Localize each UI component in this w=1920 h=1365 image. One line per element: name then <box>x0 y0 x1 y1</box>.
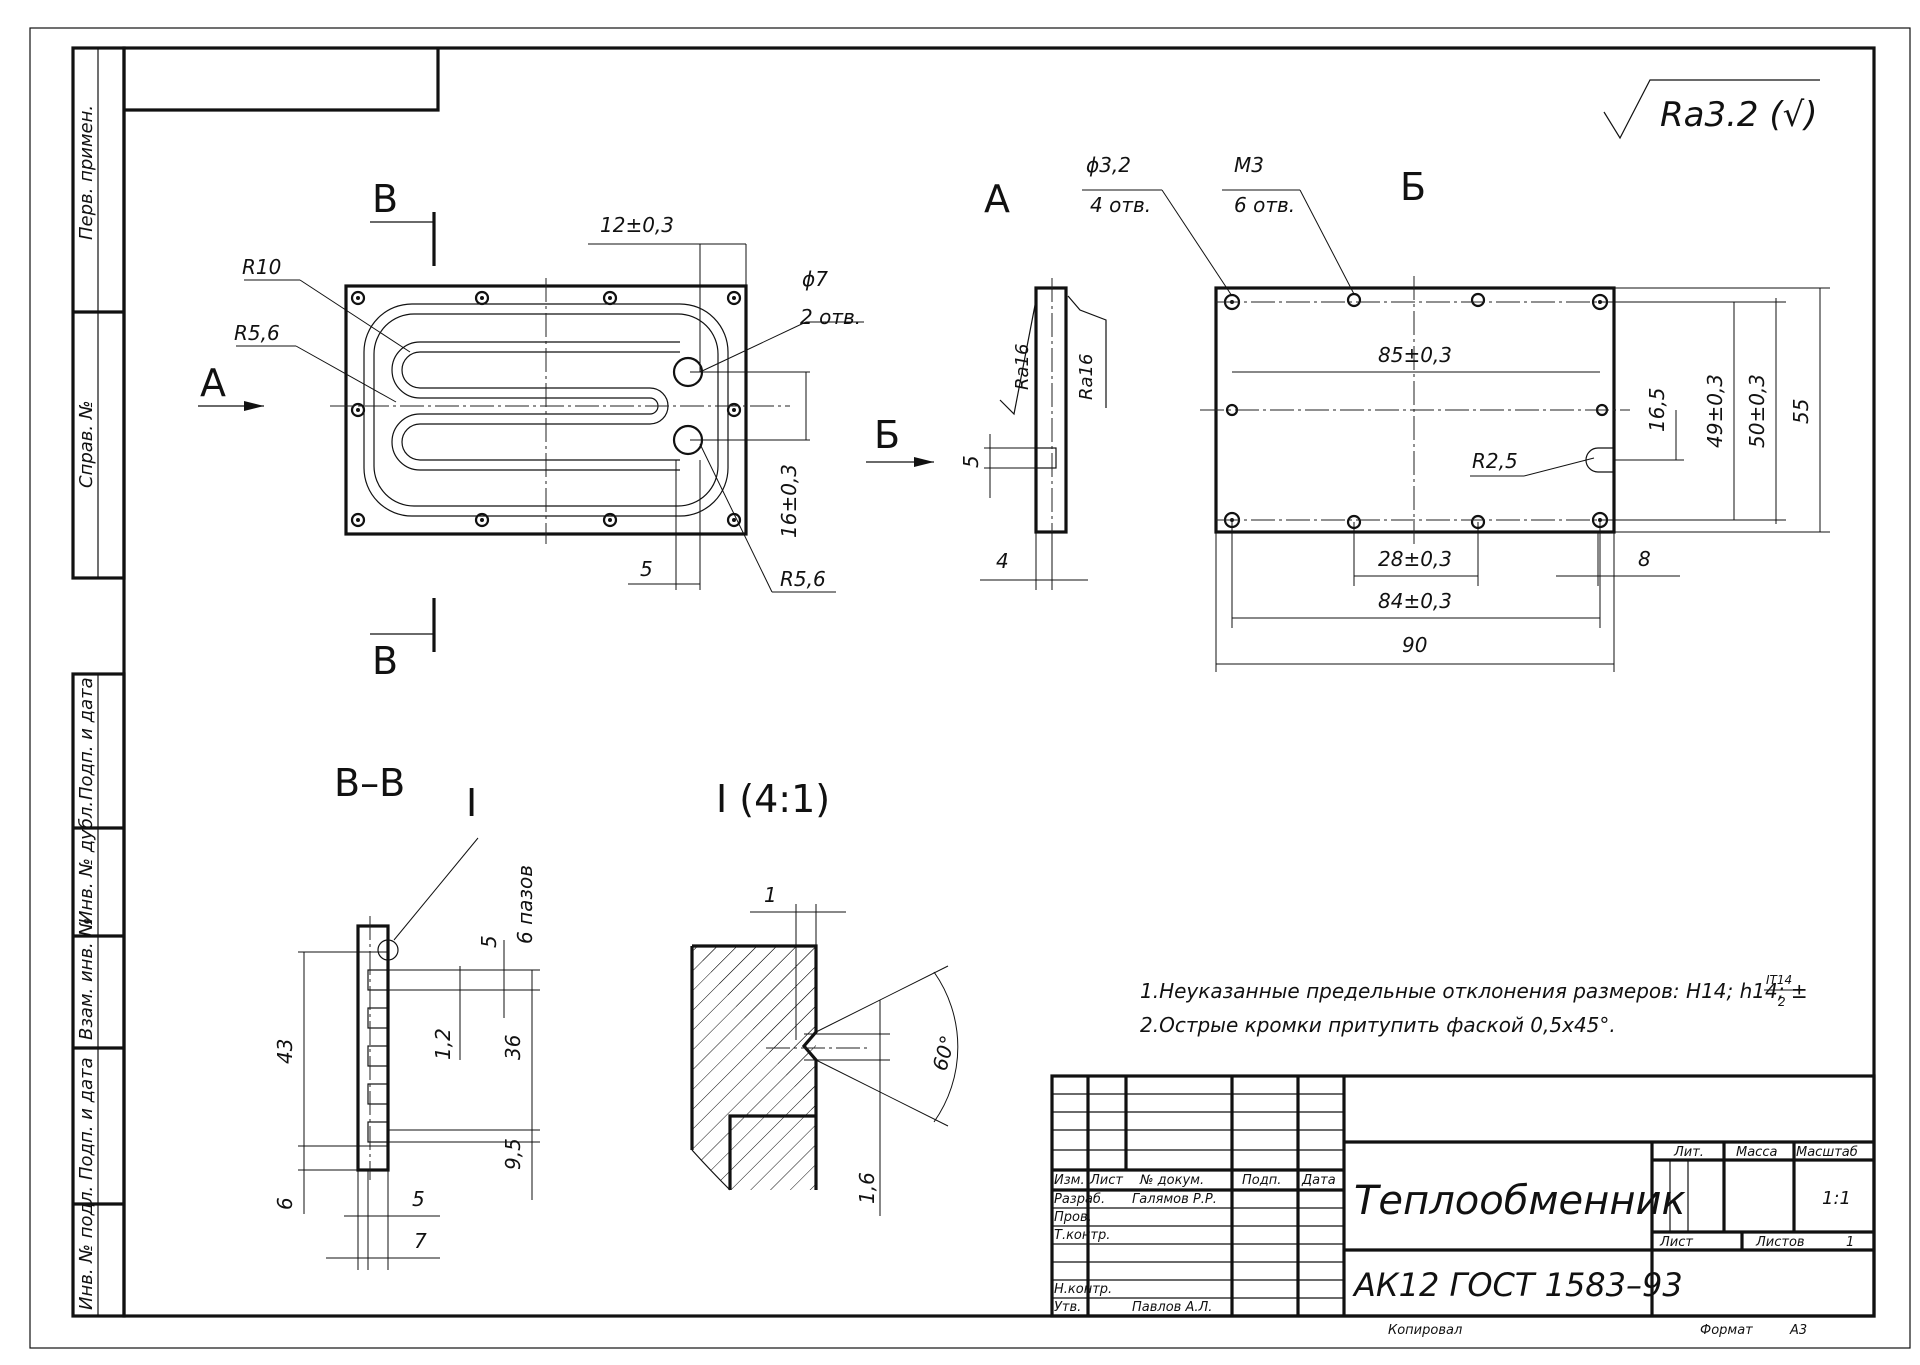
view-b-dim-84: 84±0,3 <box>1378 589 1452 613</box>
tb-utv-name: Павлов А.Л. <box>1132 1300 1212 1315</box>
front-dim-r10: R10 <box>242 255 281 279</box>
view-b-dim-90: 90 <box>1402 633 1427 657</box>
section-dim-5-top: 5 <box>477 935 501 948</box>
technical-notes: 1.Неуказанные предельные отклонения разм… <box>1140 973 1808 1037</box>
section-label-top: В <box>372 177 398 221</box>
section-dim-12: 1,2 <box>431 1028 455 1060</box>
section-slots-label: 6 пазов <box>513 865 537 944</box>
side-perv-primen: Перв. примен. <box>76 105 97 240</box>
view-b-m3-count: 6 отв. <box>1234 193 1295 217</box>
note-line-2: 2.Острые кромки притупить фаской 0,5х45°… <box>1140 1013 1616 1037</box>
note-line-1: 1.Неуказанные предельные отклонения разм… <box>1140 979 1808 1003</box>
tb-list: Лист <box>1089 1173 1123 1188</box>
section-vv-title: В–В <box>334 761 405 805</box>
front-dim-r56-bottom: R5,6 <box>780 567 826 591</box>
view-b-dim-55: 55 <box>1789 399 1813 424</box>
front-mounting-holes <box>350 290 742 528</box>
view-a: А Ra16 Ra16 5 4 Б <box>866 177 1107 590</box>
front-dim-r56-top: R5,6 <box>234 321 280 345</box>
view-b-r25: R2,5 <box>1472 449 1518 473</box>
view-b-m3: М3 <box>1234 153 1264 177</box>
view-a-ra16-left: Ra16 <box>1012 344 1033 390</box>
tb-tkontr: Т.контр. <box>1054 1228 1110 1243</box>
view-b-dim-28: 28±0,3 <box>1378 547 1452 571</box>
section-dim-5-bottom: 5 <box>412 1187 425 1211</box>
view-a-arrow-label: А <box>200 361 226 405</box>
tb-copied: Копировал <box>1388 1323 1462 1338</box>
tb-prov: Пров. <box>1054 1210 1092 1225</box>
detail-dim-1: 1 <box>764 883 777 907</box>
front-view: В В А 12±0,3 R10 R5,6 ϕ7 2 отв. 16±0,3 5… <box>198 177 864 683</box>
view-a-ra16-right: Ra16 <box>1076 354 1097 400</box>
svg-text:Ra3.2 (√): Ra3.2 (√) <box>1660 95 1818 135</box>
view-a-title: А <box>984 177 1010 221</box>
view-b-dim-8: 8 <box>1638 547 1651 571</box>
side-vzam-inv: Взам. инв. № <box>76 918 97 1040</box>
tb-sheet-label: Лист <box>1659 1235 1693 1250</box>
section-dim-36: 36 <box>501 1035 525 1060</box>
tb-lit: Лит. <box>1673 1145 1704 1160</box>
section-slots <box>367 969 389 1143</box>
view-b-phi32: ϕ3,2 <box>1086 153 1131 177</box>
side-inv-podl: Инв. № подл. <box>76 1186 97 1310</box>
view-b-arrow-label: Б <box>874 413 900 457</box>
side-sprav-no: Справ. № <box>76 400 97 488</box>
section-dim-7: 7 <box>414 1229 427 1253</box>
title-block: Изм. Лист № докум. Подп. Дата Разраб. Га… <box>1050 1074 1876 1338</box>
top-left-box <box>124 48 440 112</box>
roughness-symbol: Ra3.2 (√) <box>1603 79 1820 140</box>
front-dim-5: 5 <box>640 557 653 581</box>
front-dim-phi7: ϕ7 <box>802 267 828 291</box>
tb-masshtab: Масштаб <box>1796 1145 1858 1160</box>
note-frac-num: IT14 <box>1766 973 1792 987</box>
tb-razrab: Разраб. <box>1054 1192 1105 1207</box>
tb-sheets-label: Листов <box>1755 1235 1805 1250</box>
section-dim-6: 6 <box>273 1197 297 1210</box>
tb-sheets-value: 1 <box>1846 1235 1854 1250</box>
view-b-holes <box>1223 292 1609 530</box>
section-vv: В–В I 6 пазов 5 43 1,2 36 9,5 6 <box>273 761 540 1270</box>
section-label-bottom: В <box>372 639 398 683</box>
detail-dim-60: 60° <box>928 1033 960 1073</box>
tb-razrab-name: Галямов Р.Р. <box>1132 1192 1217 1207</box>
detail-view: I (4:1) 1 60° 1,6 <box>690 777 960 1216</box>
section-dim-95: 9,5 <box>501 1138 525 1170</box>
view-b-dim-50: 50±0,3 <box>1745 374 1769 448</box>
section-dim-43: 43 <box>273 1039 297 1064</box>
tb-no-dokum: № докум. <box>1139 1173 1204 1188</box>
sheet-outer-border <box>29 27 1911 1349</box>
side-podp-data-2: Подп. и дата <box>76 1057 97 1180</box>
detail-title: I (4:1) <box>716 777 830 821</box>
tb-utv: Утв. <box>1054 1300 1081 1315</box>
note-frac-den: 2 <box>1778 995 1786 1009</box>
view-b: Б ϕ3,2 4 отв. М3 6 отв. 85±0,3 <box>1082 153 1830 672</box>
tb-material: АК12 ГОСТ 1583–93 <box>1352 1266 1683 1304</box>
tb-format-value: А3 <box>1789 1323 1807 1338</box>
tb-scale-value: 1:1 <box>1822 1188 1851 1209</box>
view-b-dim-85: 85±0,3 <box>1378 343 1452 367</box>
view-a-dim-5: 5 <box>959 455 983 468</box>
view-a-dim-4: 4 <box>996 549 1009 573</box>
view-b-title: Б <box>1400 165 1426 209</box>
tb-format: Формат <box>1700 1323 1753 1338</box>
view-b-dim-165: 16,5 <box>1645 387 1669 432</box>
front-dim-16: 16±0,3 <box>777 464 801 538</box>
tb-massa: Масса <box>1736 1145 1777 1160</box>
detail-marker: I <box>466 781 477 825</box>
front-dim-phi7-count: 2 отв. <box>800 305 861 329</box>
view-b-phi32-count: 4 отв. <box>1090 193 1151 217</box>
side-inv-dubl: Инв. № дубл. <box>76 801 97 924</box>
tb-izm: Изм. <box>1054 1173 1085 1188</box>
tb-podp: Подп. <box>1242 1173 1281 1188</box>
side-podp-data-1: Подп. и дата <box>76 677 97 800</box>
detail-dim-16: 1,6 <box>855 1172 879 1204</box>
tb-data: Дата <box>1301 1173 1336 1188</box>
tb-nkontr: Н.контр. <box>1054 1282 1112 1297</box>
tb-part-name: Теплообменник <box>1354 1178 1686 1224</box>
front-dim-12: 12±0,3 <box>600 213 674 237</box>
view-b-dim-49: 49±0,3 <box>1703 374 1727 448</box>
left-side-strip: Перв. примен. Справ. № Подп. и дата Инв.… <box>71 46 126 1318</box>
